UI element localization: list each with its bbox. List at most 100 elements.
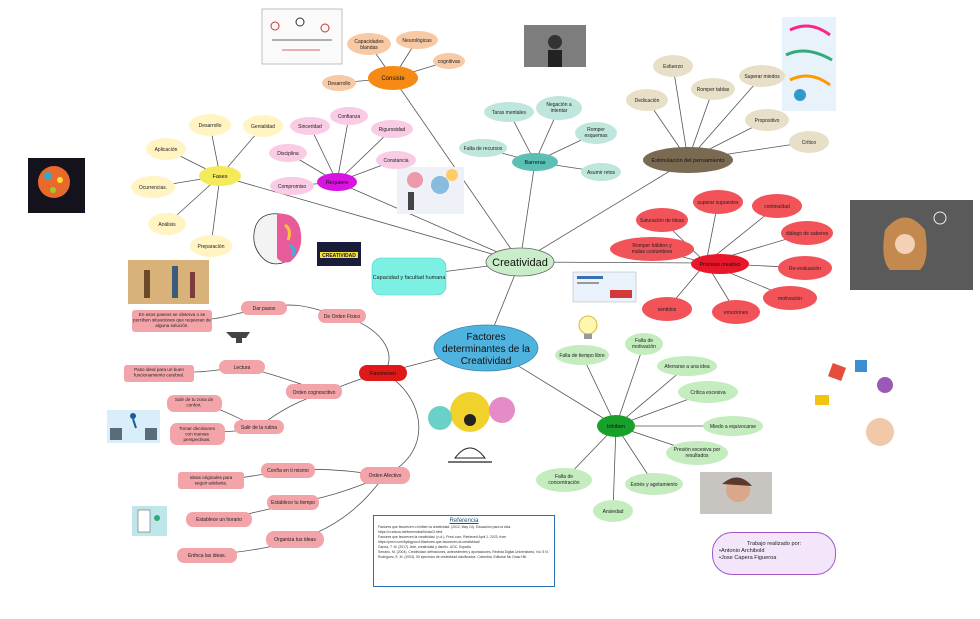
svg-text:Superar miedos: Superar miedos	[744, 74, 780, 80]
svg-text:Falta de tiempo libre: Falta de tiempo libre	[559, 353, 605, 359]
lectura-node[interactable]: Lectura	[219, 360, 265, 374]
reference-line[interactable]: https://ci.educa.net/tmemoiba/fichas/3.h…	[378, 530, 443, 534]
proceso-item[interactable]: superar supuestos	[693, 190, 743, 214]
estimulacion-item[interactable]: Dedicación	[626, 89, 668, 111]
proceso-item[interactable]: emociones	[712, 300, 760, 324]
enfoca-node: Enfoca las ideas.	[177, 548, 237, 563]
consiste-item[interactable]: Desarrollo	[322, 75, 356, 91]
organiza-node[interactable]: Organiza tus ideas	[266, 531, 324, 548]
inhiben-item[interactable]: Miedo a equivocarse	[703, 416, 763, 436]
fases-item[interactable]: Aplicación	[146, 138, 186, 160]
requiere-item[interactable]: Constancia	[376, 151, 416, 169]
afectivo-node[interactable]: Orden Afectivo	[360, 467, 410, 484]
requiere-item[interactable]: Disciplina	[269, 144, 307, 162]
estimulacion-label: Estimulación del pensamiento	[651, 158, 724, 164]
cognoscitivo-node[interactable]: Orden cognoscitivo	[286, 384, 342, 399]
svg-text:Organiza tus ideas: Organiza tus ideas	[274, 537, 316, 543]
inhiben-item[interactable]: Falta de tiempo libre	[555, 345, 609, 365]
proceso-item[interactable]: sentidos	[642, 297, 692, 321]
svg-text:Taras mentales: Taras mentales	[492, 110, 526, 116]
svg-text:De Orden Físico: De Orden Físico	[324, 314, 361, 320]
fases-item[interactable]: Preparación	[190, 235, 232, 257]
svg-text:Dar pasos: Dar pasos	[253, 306, 276, 312]
requiere-item[interactable]: Compromiso	[270, 177, 314, 195]
estimulacion-item[interactable]: Superar miedos	[739, 65, 785, 87]
svg-text:Crítica excesiva: Crítica excesiva	[690, 390, 726, 396]
estimulacion-item[interactable]: Romper tablas	[691, 78, 735, 100]
favorecen-label: Favorecen	[370, 371, 396, 377]
favorecen-node[interactable]: Favorecen	[359, 365, 407, 381]
barreras-item[interactable]: Falta de recursos	[459, 139, 507, 157]
svg-text:Confianza: Confianza	[338, 114, 361, 120]
fisico-node[interactable]: De Orden Físico	[318, 309, 366, 323]
requiere-item[interactable]: Confianza	[330, 107, 368, 125]
consiste-item[interactable]: Neurológicas	[396, 31, 438, 49]
inhiben-item[interactable]: Ansiedad	[593, 500, 633, 522]
illustration-jump-gap	[107, 410, 160, 443]
estimulacion-item[interactable]: Crítico	[789, 131, 829, 153]
illustration-meditation-person	[428, 392, 515, 463]
fases-item[interactable]: Genialidad	[243, 115, 283, 137]
requiere-item[interactable]: Sinceridad	[290, 117, 330, 135]
center-node[interactable]: Creatividad	[485, 247, 555, 277]
proceso-node[interactable]: Proceso creativo	[691, 254, 749, 274]
factores-node[interactable]: Factores determinantes de la Creatividad	[433, 324, 539, 372]
creatividad-logo-card: CREATIVIDAD	[317, 242, 361, 266]
barreras-node[interactable]: Barreras	[512, 153, 558, 171]
credits-title: Trabajo realizado por:	[746, 541, 802, 547]
reference-line[interactable]: https://prezi.com/6ydigpvcv1t/factores-q…	[378, 540, 480, 544]
reference-line: Serrano, M. (2004). Creatividad: definic…	[378, 550, 550, 554]
requiere-node[interactable]: Requiere	[317, 173, 357, 191]
svg-text:Rigurosidad: Rigurosidad	[379, 127, 406, 133]
requiere-item[interactable]: Rigurosidad	[371, 120, 413, 138]
barreras-item[interactable]: Taras mentales	[484, 102, 534, 122]
inhiben-item[interactable]: Estrés y agotamiento	[625, 473, 683, 495]
barreras-item[interactable]: Asumir retos	[581, 163, 621, 181]
illustration-brain	[253, 213, 302, 265]
estimulacion-node[interactable]: Estimulación del pensamiento	[643, 147, 733, 173]
consiste-item[interactable]: cognitivas	[433, 53, 465, 69]
illustration-whiteboard	[261, 8, 343, 65]
svg-text:continuidad: continuidad	[764, 204, 790, 210]
estimulacion-item[interactable]: Propositivo	[745, 109, 789, 131]
svg-text:Desarrollo: Desarrollo	[328, 81, 351, 87]
consiste-node[interactable]: Consiste	[368, 66, 418, 90]
estimulacion-item[interactable]: Esfuerzo	[653, 55, 693, 77]
inhiben-node[interactable]: Inhiben	[597, 415, 635, 437]
inhiben-item[interactable]: Crítica excesiva	[678, 381, 738, 403]
proceso-item[interactable]: diálogo de saberes	[781, 221, 833, 245]
fases-node[interactable]: Fases	[199, 166, 241, 186]
confia-node[interactable]: Confía en ti mismo	[261, 463, 315, 478]
svg-text:Confía en ti mismo: Confía en ti mismo	[267, 468, 309, 474]
proceso-item[interactable]: continuidad	[752, 194, 802, 218]
capacidad-node[interactable]: Capacidad y facultad humana	[371, 257, 446, 296]
barreras-label: Barreras	[524, 160, 545, 166]
svg-text:Esfuerzo: Esfuerzo	[663, 64, 683, 70]
requiere-group: Requiere Sinceridad Confianza Rigurosida…	[269, 107, 416, 195]
svg-text:sentidos: sentidos	[658, 307, 677, 313]
proceso-item[interactable]: Saturación de ideas	[636, 208, 688, 232]
svg-text:Aferrarse a una idea: Aferrarse a una idea	[664, 364, 710, 370]
proceso-item[interactable]: motivación	[763, 286, 817, 310]
svg-text:Constancia: Constancia	[383, 158, 408, 164]
tiempo-node[interactable]: Establece tu tiempo	[267, 495, 319, 510]
proceso-item[interactable]: Re-evaluación	[778, 256, 832, 280]
fases-item[interactable]: Análisis	[148, 213, 186, 235]
inhiben-label: Inhiben	[607, 424, 625, 430]
svg-text:Re-evaluación: Re-evaluación	[789, 266, 821, 272]
fases-item[interactable]: Ocurrencias.	[131, 176, 175, 198]
inhiben-item[interactable]: Aferrarse a una idea	[657, 356, 717, 376]
dar-pasos-node[interactable]: Dar pasos	[241, 301, 287, 315]
fases-item[interactable]: Desarrollo	[189, 114, 231, 136]
salir-rutina-node[interactable]: Salir de la rutina	[234, 420, 284, 434]
